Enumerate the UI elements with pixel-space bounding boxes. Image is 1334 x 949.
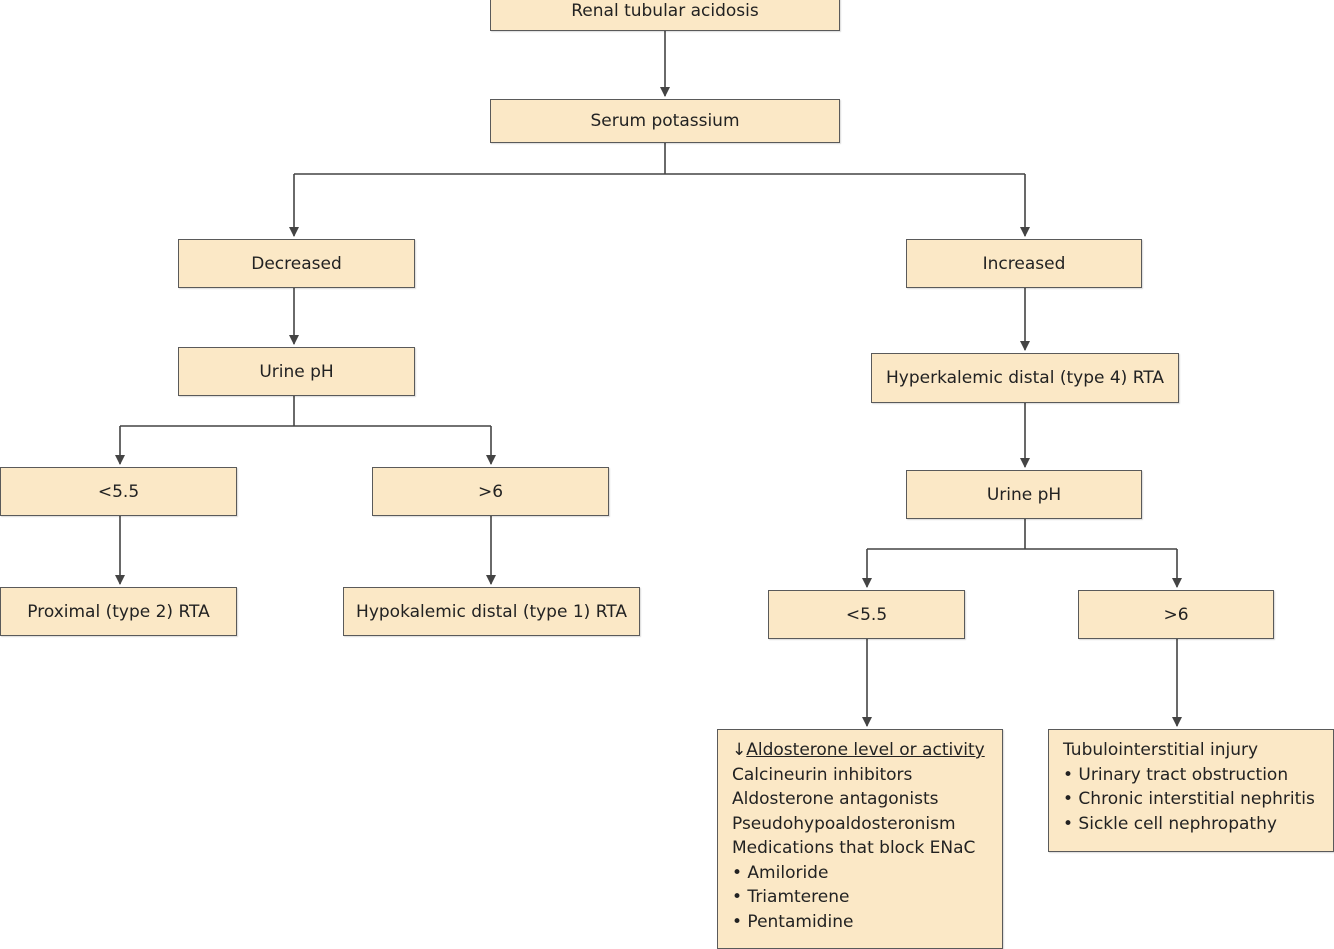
node-urine-ph-left: Urine pH: [178, 347, 415, 396]
node-label: Hyperkalemic distal (type 4) RTA: [886, 368, 1164, 388]
node-lt55-right: <5.5: [768, 590, 965, 639]
node-hypokalemic-distal-rta: Hypokalemic distal (type 1) RTA: [343, 587, 640, 636]
node-aldosterone-causes: ↓Aldosterone level or activity Calcineur…: [717, 729, 1003, 949]
node-lt55-left: <5.5: [0, 467, 237, 516]
node-label: Hypokalemic distal (type 1) RTA: [356, 601, 627, 622]
aldosterone-cause-item: Aldosterone antagonists: [732, 789, 939, 809]
node-label: Renal tubular acidosis: [571, 0, 759, 21]
node-urine-ph-right: Urine pH: [906, 470, 1142, 519]
aldosterone-heading: Aldosterone level or activity: [746, 740, 985, 760]
node-gt6-left: >6: [372, 467, 609, 516]
node-proximal-rta: Proximal (type 2) RTA: [0, 587, 237, 636]
tubulo-cause-item: • Chronic interstitial nephritis: [1063, 789, 1315, 809]
node-label: Urine pH: [986, 484, 1062, 505]
aldosterone-cause-item: Pseudohypoaldosteronism: [732, 813, 956, 834]
tubulo-heading: Tubulointerstitial injury: [1063, 740, 1259, 760]
node-gt6-right: >6: [1078, 590, 1274, 639]
node-increased: Increased: [906, 239, 1142, 288]
node-label: Proximal (type 2) RTA: [27, 601, 210, 622]
aldosterone-cause-item: Medications that block ENaC: [732, 838, 976, 858]
tubulo-cause-item: • Urinary tract obstruction: [1063, 764, 1289, 785]
node-label: >6: [1163, 604, 1189, 625]
node-label: Increased: [982, 253, 1066, 274]
tubulo-cause-item: • Sickle cell nephropathy: [1063, 813, 1277, 834]
node-renal-tubular-acidosis: Renal tubular acidosis: [490, 0, 840, 31]
node-label: >6: [477, 481, 504, 502]
node-label: Decreased: [251, 253, 342, 274]
node-serum-potassium: Serum potassium: [490, 99, 840, 143]
aldosterone-heading-line: ↓Aldosterone level or activity: [732, 738, 1002, 763]
down-arrow-icon: ↓: [732, 740, 747, 760]
aldosterone-cause-item: • Pentamidine: [732, 911, 854, 932]
node-decreased: Decreased: [178, 239, 415, 288]
node-label: Urine pH: [259, 361, 334, 382]
aldosterone-cause-item: Calcineurin inhibitors: [732, 764, 913, 785]
node-label: <5.5: [845, 604, 888, 625]
node-label: Serum potassium: [590, 111, 740, 131]
node-label: <5.5: [97, 481, 140, 502]
aldosterone-cause-item: • Amiloride: [732, 862, 829, 883]
aldosterone-cause-item: • Triamterene: [732, 887, 850, 907]
node-hyperkalemic-distal-rta: Hyperkalemic distal (type 4) RTA: [871, 353, 1179, 403]
node-tubulointerstitial-causes: Tubulointerstitial injury • Urinary trac…: [1048, 729, 1334, 852]
